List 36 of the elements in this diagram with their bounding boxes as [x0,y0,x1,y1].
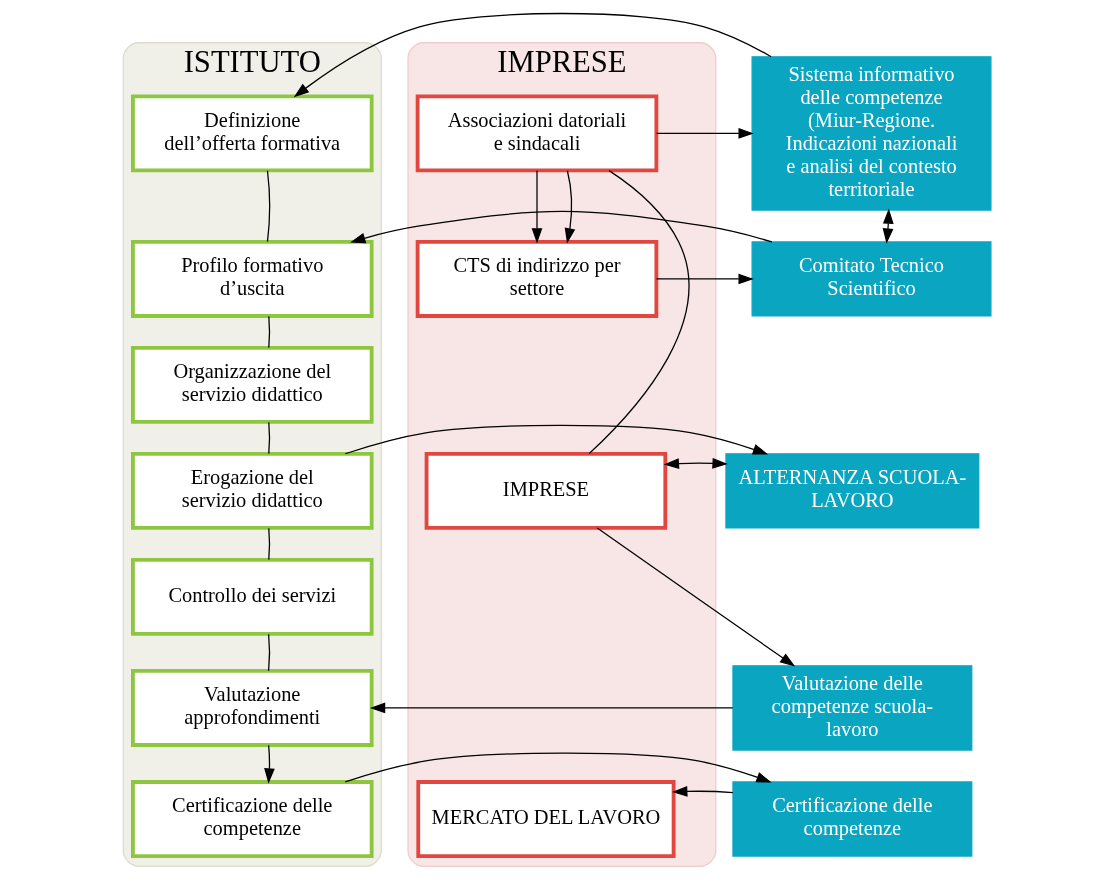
arrow [655,273,754,285]
arrow [564,170,576,244]
connector [267,633,271,672]
connector [266,170,271,243]
node-box: Certificazione delle competenze [732,781,973,857]
node-box: Comitato Tecnico Scientifico [751,241,992,317]
node-box: MERCATO DEL LAVORO [416,780,676,858]
node-box: Profilo formativo d’uscita [131,240,374,318]
arrow [293,12,772,98]
arrow [655,128,754,139]
arrow [369,702,734,714]
connector [268,421,271,455]
node-box: Definizione dell’offerta formativa [131,94,374,173]
node-box: IMPRESE [424,451,668,530]
node-box: Certificazione delle competenze [131,780,374,858]
node-box: Associazioni datoriali e sindacali [415,94,659,173]
connector [268,527,271,561]
node-box: Organizzazione del servizio didattico [131,346,374,424]
arrow [596,527,796,667]
node-box: Erogazione del servizio didattico [131,451,374,530]
node-box: Controllo dei servizi [131,557,374,636]
connector [588,169,690,455]
node-box: ALTERNANZA SCUOLA-LAVORO [725,453,980,529]
arrow [663,457,728,469]
arrow [882,208,894,244]
arrow [344,752,772,783]
arrow [350,210,773,244]
arrow [344,424,769,455]
arrow [264,744,275,784]
arrow [531,170,543,244]
node-box: Valutazione delle competenze scuola-lavoro [732,665,973,751]
connector [268,315,271,349]
node-box: Sistema informativo delle competenze (Miur-Regione. Indicazioni nazionali e analisi del contesto territoriale [751,56,992,211]
arrow [672,786,734,797]
node-box: Valutazione approfondimenti [131,669,374,747]
node-box: CTS di indirizzo per settore [415,240,659,318]
